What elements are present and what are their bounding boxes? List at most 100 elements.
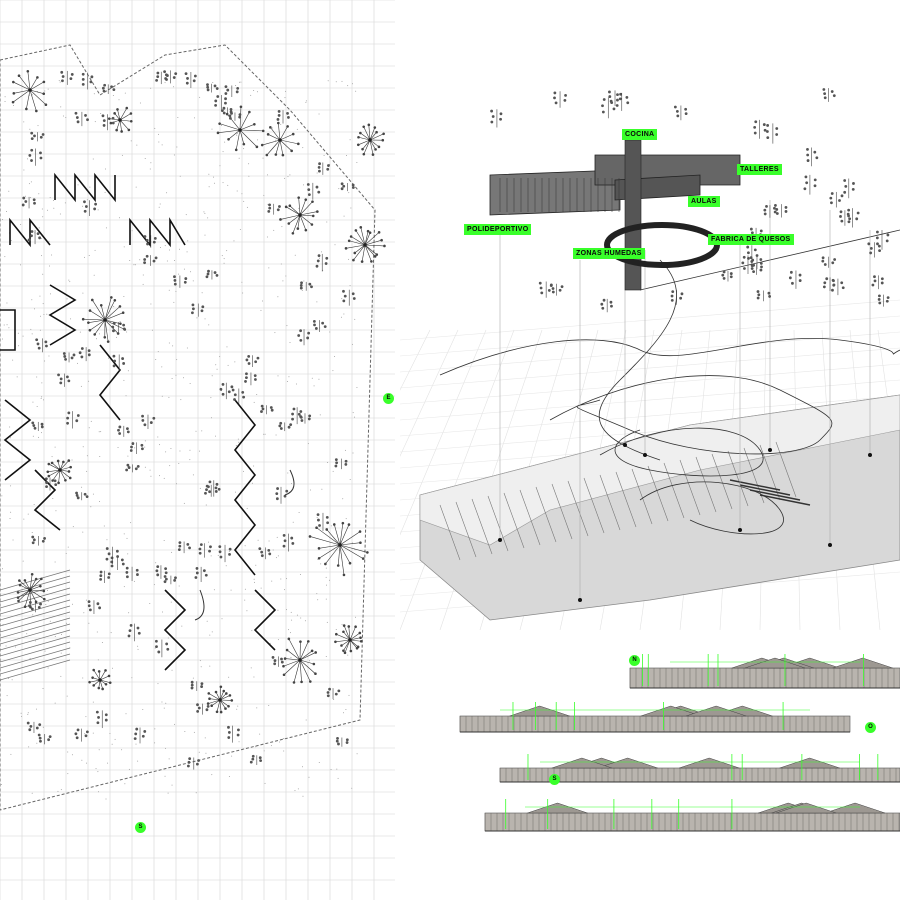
- label-polideportivo: POLIDEPORTIVO: [464, 224, 532, 235]
- plant-symbol: [190, 680, 204, 691]
- plant-symbol: [315, 253, 329, 272]
- plant-symbol: [28, 148, 43, 166]
- plant-symbol: [490, 109, 503, 128]
- plant-symbol: [105, 546, 120, 565]
- label-cocina: COCINA: [622, 129, 658, 140]
- plant-symbol: [753, 119, 767, 139]
- plant-symbol: [83, 200, 97, 217]
- plant-symbol: [81, 72, 94, 90]
- plant-symbol: [334, 458, 348, 470]
- plant-symbol: [829, 191, 844, 208]
- plant-symbol: [297, 412, 312, 424]
- plant-symbol: [231, 388, 246, 405]
- plant-symbol: [184, 72, 197, 88]
- plant-symbol: [340, 182, 355, 192]
- plant-symbol: [143, 235, 157, 248]
- elevations-drawing: [459, 654, 900, 832]
- tree-symbol: [81, 296, 127, 343]
- plant-symbol: [875, 230, 890, 250]
- plant-symbol: [95, 710, 108, 729]
- plant-symbol: [227, 725, 240, 743]
- vegetation: [11, 69, 386, 770]
- plant-symbol: [299, 281, 313, 291]
- plant-symbol: [101, 83, 116, 94]
- path-curve: [284, 469, 295, 496]
- plant-symbol: [117, 425, 130, 437]
- plant-symbol: [99, 570, 111, 584]
- plant-symbol: [31, 535, 46, 546]
- plant-symbol: [37, 733, 52, 745]
- plant-symbol: [218, 544, 232, 563]
- plant-symbol: [141, 414, 156, 430]
- plant-symbol: [143, 254, 158, 266]
- marker-east: E: [383, 393, 394, 404]
- plant-symbol: [44, 477, 58, 491]
- tree-symbol: [344, 226, 386, 263]
- plant-symbol: [125, 566, 139, 582]
- elevations: N O S: [400, 630, 900, 900]
- plant-symbol: [822, 88, 836, 102]
- plant-symbol: [31, 421, 44, 432]
- plant-symbol: [75, 491, 89, 501]
- plant-symbol: [806, 147, 819, 167]
- plant-symbol: [600, 298, 613, 313]
- plant-symbol: [220, 106, 233, 116]
- plant-symbol: [843, 178, 855, 199]
- plant-symbol: [297, 329, 311, 346]
- plant-symbol: [763, 204, 777, 218]
- tree-symbol: [260, 121, 300, 157]
- plant-symbol: [312, 319, 327, 332]
- plant-symbol: [87, 600, 102, 615]
- site-boundary: [0, 44, 376, 811]
- plant-symbol: [245, 354, 260, 368]
- plant-symbol: [129, 442, 144, 454]
- plant-symbol: [756, 290, 772, 302]
- plant-symbol: [821, 256, 837, 268]
- marker-elevation-south: S: [549, 774, 560, 785]
- path-curve: [194, 589, 205, 621]
- plant-symbol: [822, 277, 836, 292]
- plant-symbol: [27, 230, 42, 245]
- plant-symbol: [615, 92, 630, 111]
- plant-symbol: [260, 404, 274, 415]
- axonometric-drawing: [400, 88, 900, 630]
- grid-lines: [0, 0, 395, 900]
- plant-symbol: [326, 687, 341, 700]
- plant-symbol: [601, 97, 616, 119]
- plant-symbol: [271, 656, 284, 667]
- plant-symbol: [765, 123, 779, 144]
- plant-symbol: [219, 382, 234, 400]
- plant-symbol: [871, 275, 884, 290]
- plant-symbol: [867, 242, 881, 258]
- plant-symbol: [112, 354, 126, 371]
- vegetation: [490, 88, 890, 313]
- plant-symbol: [670, 290, 684, 305]
- marker-elevation-north: N: [629, 655, 640, 666]
- hatched-area: [0, 569, 71, 681]
- plant-symbol: [282, 533, 295, 552]
- plant-symbol: [57, 373, 71, 387]
- plant-symbol: [278, 421, 293, 432]
- plant-symbol: [207, 480, 221, 497]
- label-fabrica-de-quesos: FABRICA DE QUESOS: [708, 234, 794, 245]
- elevation-strips: [459, 654, 900, 832]
- plant-symbol: [66, 411, 80, 429]
- plant-symbol: [608, 90, 622, 106]
- plant-symbol: [803, 174, 817, 195]
- plant-symbol: [839, 210, 852, 226]
- plant-symbol: [30, 131, 45, 142]
- plant-symbol: [538, 281, 553, 298]
- tree-symbol: [282, 637, 317, 684]
- plant-symbol: [28, 601, 42, 613]
- label-talleres: TALLERES: [737, 164, 782, 175]
- plant-symbol: [306, 182, 321, 200]
- plant-symbol: [173, 275, 188, 288]
- plant-symbol: [127, 623, 141, 642]
- axonometric-view: COCINA TALLERES AULAS POLIDEPORTIVO ZONA…: [400, 0, 900, 630]
- plant-symbol: [228, 111, 242, 121]
- plant-symbol: [177, 541, 191, 554]
- plant-symbol: [155, 565, 168, 579]
- tree-symbol: [334, 624, 363, 655]
- plant-symbol: [35, 338, 48, 353]
- tree-symbol: [206, 685, 234, 714]
